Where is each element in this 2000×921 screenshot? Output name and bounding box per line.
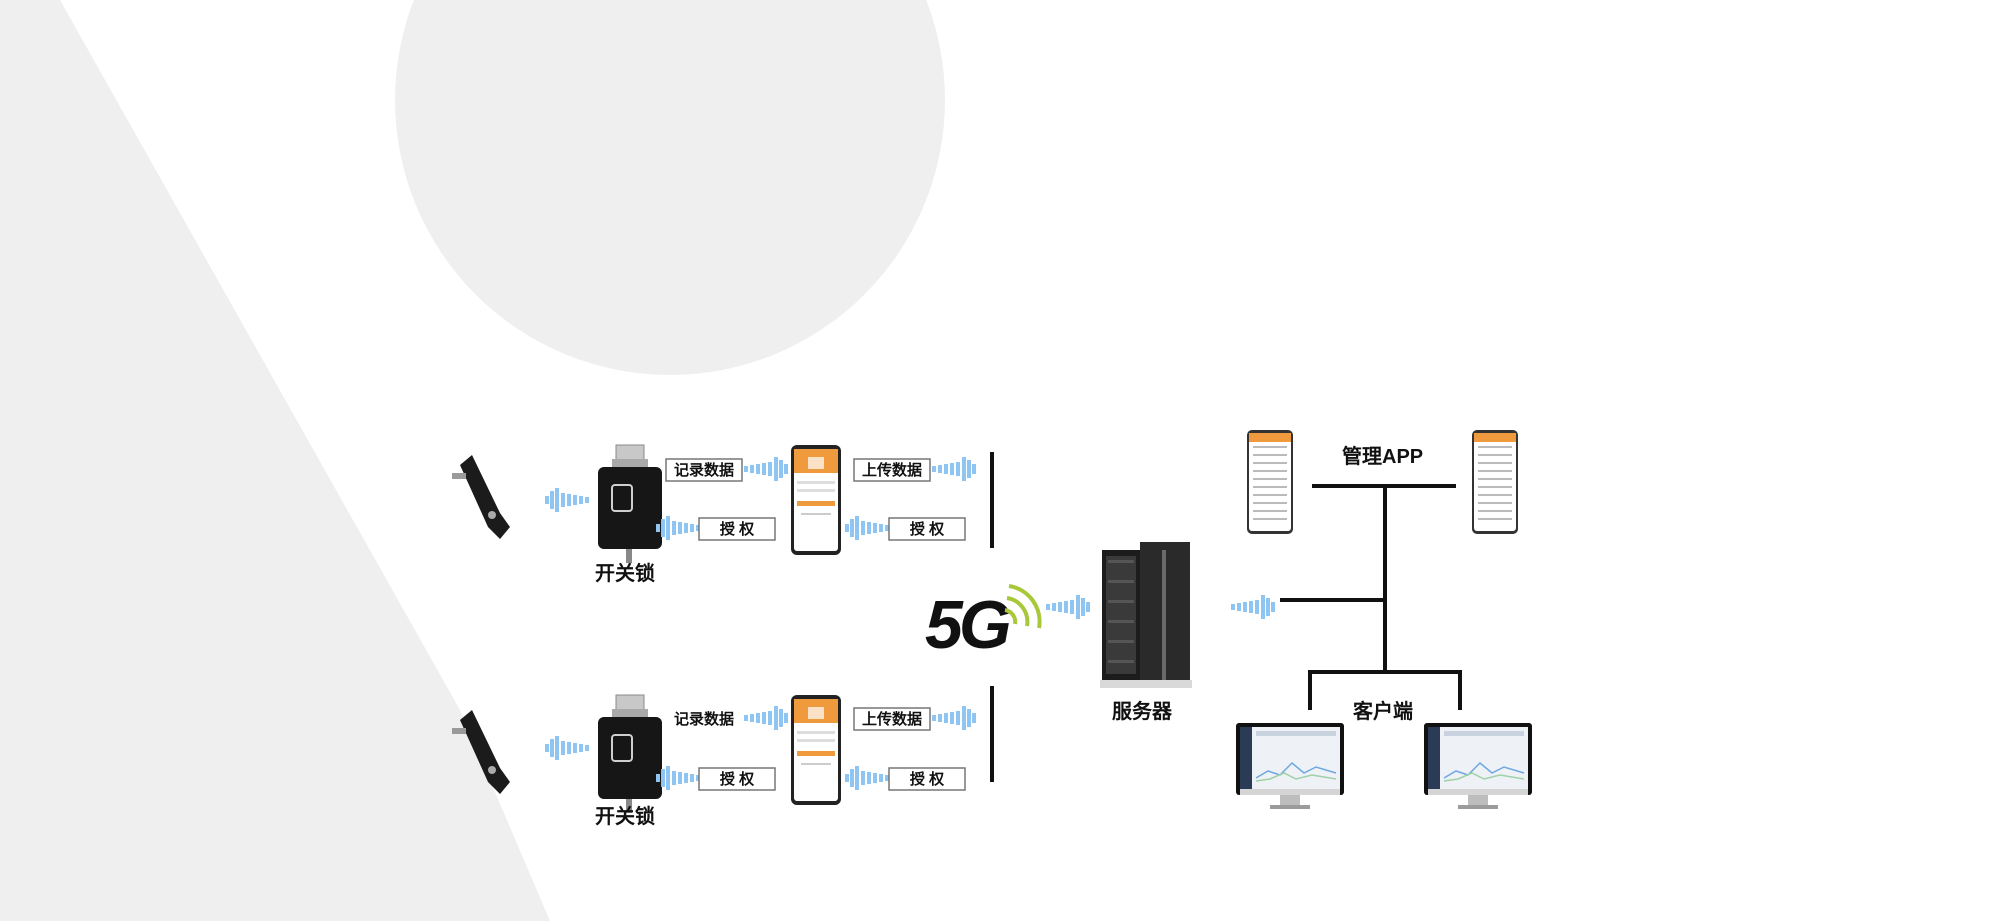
signal-waves-icon bbox=[1004, 584, 1042, 629]
handle-lock-device-bottom bbox=[452, 710, 510, 794]
authorize-label-top-2: 授 权 bbox=[910, 520, 945, 538]
phone-device-bottom bbox=[791, 695, 841, 805]
arrow-right-record-top bbox=[744, 457, 788, 481]
authorize-label-bottom-2: 授 权 bbox=[910, 770, 945, 788]
authorize-box-top bbox=[698, 517, 776, 541]
admin-app-caption: 管理APP bbox=[1342, 444, 1423, 468]
arrow-right-to-clients bbox=[1231, 595, 1275, 619]
admin-phone-right bbox=[1472, 430, 1518, 534]
record-data-label-bottom: 记录数据 bbox=[674, 710, 734, 728]
authorize-box-top-2 bbox=[888, 517, 966, 541]
arrow-right-upload-top bbox=[932, 457, 976, 481]
admin-phone-left bbox=[1247, 430, 1293, 534]
arrow-left-authorize-top-2 bbox=[845, 516, 889, 540]
arrow-left-authorize-top bbox=[656, 516, 700, 540]
5g-logo: 5G bbox=[925, 587, 1010, 663]
diagonal-band bbox=[0, 0, 550, 921]
client-caption: 客户端 bbox=[1352, 699, 1413, 723]
client-monitor-right bbox=[1423, 722, 1533, 810]
arrow-right-record-bottom bbox=[744, 706, 788, 730]
lock-caption-bottom: 开关锁 bbox=[595, 804, 655, 828]
switch-lock-device-bottom bbox=[597, 694, 663, 814]
authorize-label-bottom: 授 权 bbox=[720, 770, 755, 788]
upload-data-box-top bbox=[853, 458, 931, 482]
arrow-left-authorize-bottom-2 bbox=[845, 766, 889, 790]
switch-lock-device-top bbox=[597, 444, 663, 564]
arrow-left-top-lock bbox=[545, 488, 589, 512]
upload-data-label-top: 上传数据 bbox=[862, 461, 922, 479]
authorize-label-top: 授 权 bbox=[720, 520, 755, 538]
authorize-box-bottom bbox=[698, 767, 776, 791]
server-caption: 服务器 bbox=[1112, 699, 1173, 723]
handle-lock-device-top bbox=[452, 455, 510, 539]
record-data-box-top bbox=[665, 458, 743, 482]
phone-device-top bbox=[791, 445, 841, 555]
lock-caption-top: 开关锁 bbox=[595, 561, 655, 585]
arrow-left-authorize-bottom bbox=[656, 766, 700, 790]
upload-data-box-bottom bbox=[853, 707, 931, 731]
background-circle bbox=[395, 0, 945, 375]
arrow-right-to-server bbox=[1046, 595, 1090, 619]
arrow-left-bottom-lock bbox=[545, 736, 589, 760]
arrow-right-upload-bottom bbox=[932, 706, 976, 730]
upload-data-label-bottom: 上传数据 bbox=[862, 710, 922, 728]
authorize-box-bottom-2 bbox=[888, 767, 966, 791]
client-monitor-left bbox=[1235, 722, 1345, 810]
record-data-label-top: 记录数据 bbox=[674, 461, 734, 479]
server-icon bbox=[1100, 542, 1192, 688]
